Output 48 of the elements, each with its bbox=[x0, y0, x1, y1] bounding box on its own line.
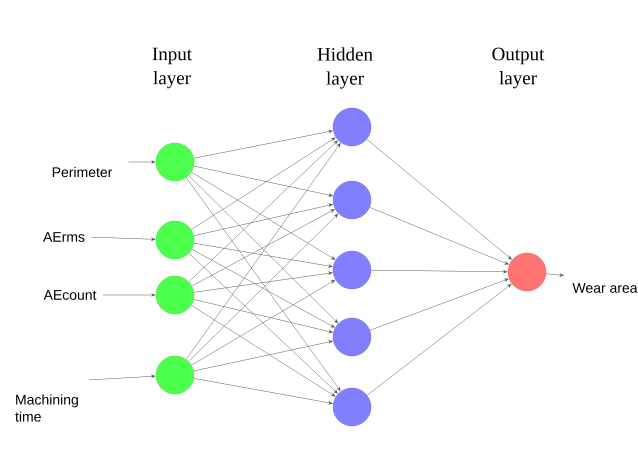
arrow bbox=[186, 177, 341, 392]
arrow bbox=[194, 340, 333, 372]
input-label: Perimeter bbox=[52, 166, 112, 178]
arrow bbox=[370, 207, 509, 265]
arrow bbox=[366, 139, 512, 260]
hidden-neuron bbox=[332, 180, 372, 220]
arrow bbox=[193, 204, 333, 236]
input-label: AErms bbox=[43, 232, 84, 242]
input-neuron bbox=[156, 142, 194, 182]
arrow bbox=[370, 278, 509, 331]
arrow bbox=[192, 209, 335, 286]
arrow bbox=[128, 160, 156, 164]
output-neuron bbox=[508, 252, 546, 292]
hidden-neuron bbox=[332, 250, 372, 290]
input-label: Machining time bbox=[15, 394, 78, 422]
arrow bbox=[188, 140, 338, 282]
arrow bbox=[370, 270, 508, 274]
arrow bbox=[194, 166, 333, 197]
arrow bbox=[188, 252, 338, 394]
arrow bbox=[186, 142, 341, 360]
arrow bbox=[194, 130, 333, 159]
hidden-neuron bbox=[332, 108, 372, 146]
output-label: Wear area bbox=[572, 283, 638, 293]
arrow bbox=[190, 305, 336, 397]
layer-heading: Hidden layer bbox=[318, 47, 373, 89]
layer-heading: Input layer bbox=[152, 48, 192, 88]
arrow bbox=[546, 273, 564, 277]
input-neuron bbox=[156, 356, 194, 394]
arrow bbox=[193, 299, 333, 334]
arrow bbox=[191, 172, 336, 260]
arrow bbox=[192, 248, 335, 328]
arrow bbox=[90, 236, 156, 241]
arrow bbox=[366, 284, 512, 396]
input-label: AEcount bbox=[44, 290, 96, 300]
arrow bbox=[191, 280, 336, 366]
arrow bbox=[102, 293, 156, 297]
arrow bbox=[188, 175, 338, 324]
layer-heading: Output layer bbox=[492, 48, 544, 88]
arrow bbox=[194, 378, 333, 404]
arrow bbox=[194, 242, 333, 268]
arrow bbox=[190, 137, 336, 230]
arrow bbox=[194, 272, 333, 293]
hidden-neuron bbox=[332, 388, 372, 426]
hidden-neuron bbox=[332, 318, 372, 356]
arrow bbox=[188, 214, 338, 362]
input-neuron bbox=[156, 276, 194, 314]
arrow bbox=[88, 374, 156, 380]
input-neuron bbox=[156, 220, 194, 260]
